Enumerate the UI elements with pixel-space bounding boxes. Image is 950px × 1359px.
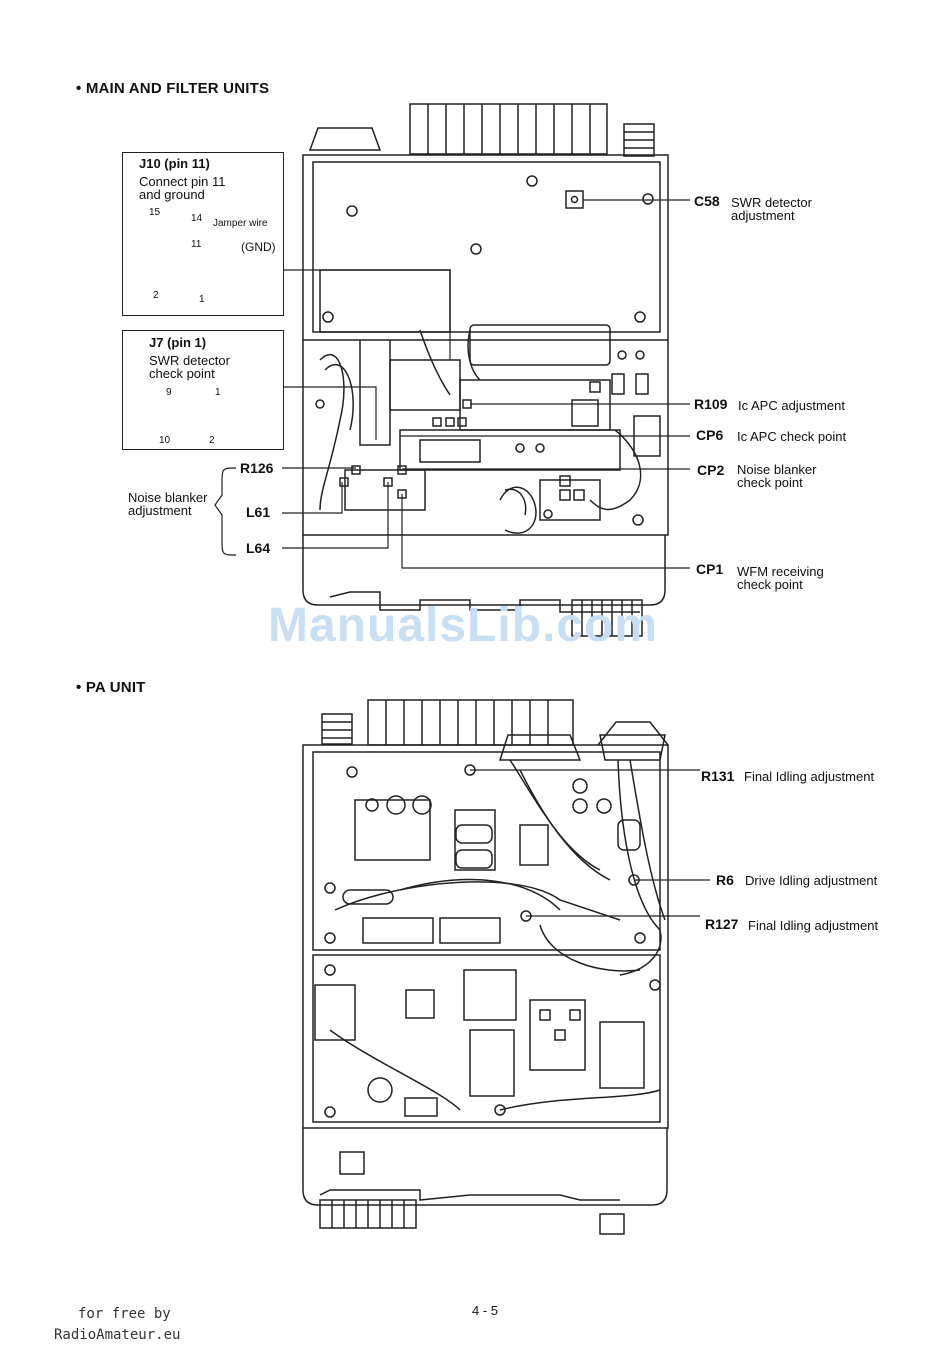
leader-lines-pa bbox=[470, 769, 710, 917]
c58-code: C58 bbox=[694, 193, 720, 209]
cp2-desc1: Noise blanker bbox=[737, 462, 817, 477]
r131-code: R131 bbox=[701, 768, 735, 784]
j10-gnd: (GND) bbox=[241, 240, 276, 254]
cp1-desc1: WFM receiving bbox=[737, 564, 824, 579]
cp2-desc2: check point bbox=[737, 475, 803, 490]
section-heading-main: • MAIN AND FILTER UNITS bbox=[76, 80, 270, 97]
j7-pin2: 2 bbox=[209, 435, 215, 446]
c58-desc2: adjustment bbox=[731, 208, 795, 223]
l61-label: L61 bbox=[246, 504, 271, 520]
main-unit-chassis bbox=[302, 103, 669, 637]
watermark: ManualsLib.com bbox=[268, 599, 659, 652]
r126-label: R126 bbox=[240, 460, 274, 476]
l64-label: L64 bbox=[246, 540, 271, 556]
j10-pin11: 11 bbox=[191, 239, 202, 250]
j10-callout-box: J10 (pin 11) Connect pin 11 and ground 1… bbox=[122, 152, 284, 316]
footer-line1: for free by bbox=[78, 1306, 171, 1322]
j10-pin1: 1 bbox=[199, 294, 205, 305]
cp6-desc: Ic APC check point bbox=[737, 429, 847, 444]
j7-line2: check point bbox=[149, 366, 215, 381]
j7-line1: SWR detector bbox=[149, 353, 230, 368]
j7-pin10: 10 bbox=[159, 435, 171, 446]
j7-title: J7 (pin 1) bbox=[149, 335, 207, 350]
r131-desc: Final Idling adjustment bbox=[744, 769, 875, 784]
r6-desc: Drive Idling adjustment bbox=[745, 873, 878, 888]
r109-code: R109 bbox=[694, 396, 728, 412]
j10-pin2: 2 bbox=[153, 290, 159, 301]
section-heading-pa: • PA UNIT bbox=[76, 679, 146, 696]
j10-pin14: 14 bbox=[191, 213, 203, 224]
r127-code: R127 bbox=[705, 916, 739, 932]
cp6-code: CP6 bbox=[696, 427, 724, 443]
c58-desc1: SWR detector bbox=[731, 195, 812, 210]
noise-blanker-adj-line1: Noise blanker bbox=[128, 490, 208, 505]
leader-lines-main bbox=[214, 199, 690, 569]
j7-pin1: 1 bbox=[215, 387, 221, 398]
cp1-code: CP1 bbox=[696, 561, 724, 577]
r127-desc: Final Idling adjustment bbox=[748, 918, 879, 933]
r6-code: R6 bbox=[716, 872, 734, 888]
pa-unit-chassis bbox=[302, 699, 669, 1235]
j10-pin15: 15 bbox=[149, 207, 161, 218]
noise-blanker-adj-line2: adjustment bbox=[128, 503, 192, 518]
j10-jumper-label: Jamper wire bbox=[213, 218, 268, 229]
j7-callout-box: J7 (pin 1) SWR detector check point 9 1 … bbox=[122, 330, 284, 450]
j10-line2: and ground bbox=[139, 187, 205, 202]
j10-title: J10 (pin 11) bbox=[139, 156, 210, 171]
r109-desc: Ic APC adjustment bbox=[738, 398, 845, 413]
footer-line2: RadioAmateur.eu bbox=[54, 1327, 181, 1343]
page-number: 4 - 5 bbox=[472, 1303, 499, 1318]
cp2-code: CP2 bbox=[697, 462, 725, 478]
cp1-desc2: check point bbox=[737, 577, 803, 592]
j10-line1: Connect pin 11 bbox=[139, 174, 226, 189]
j7-pin9: 9 bbox=[166, 387, 172, 398]
